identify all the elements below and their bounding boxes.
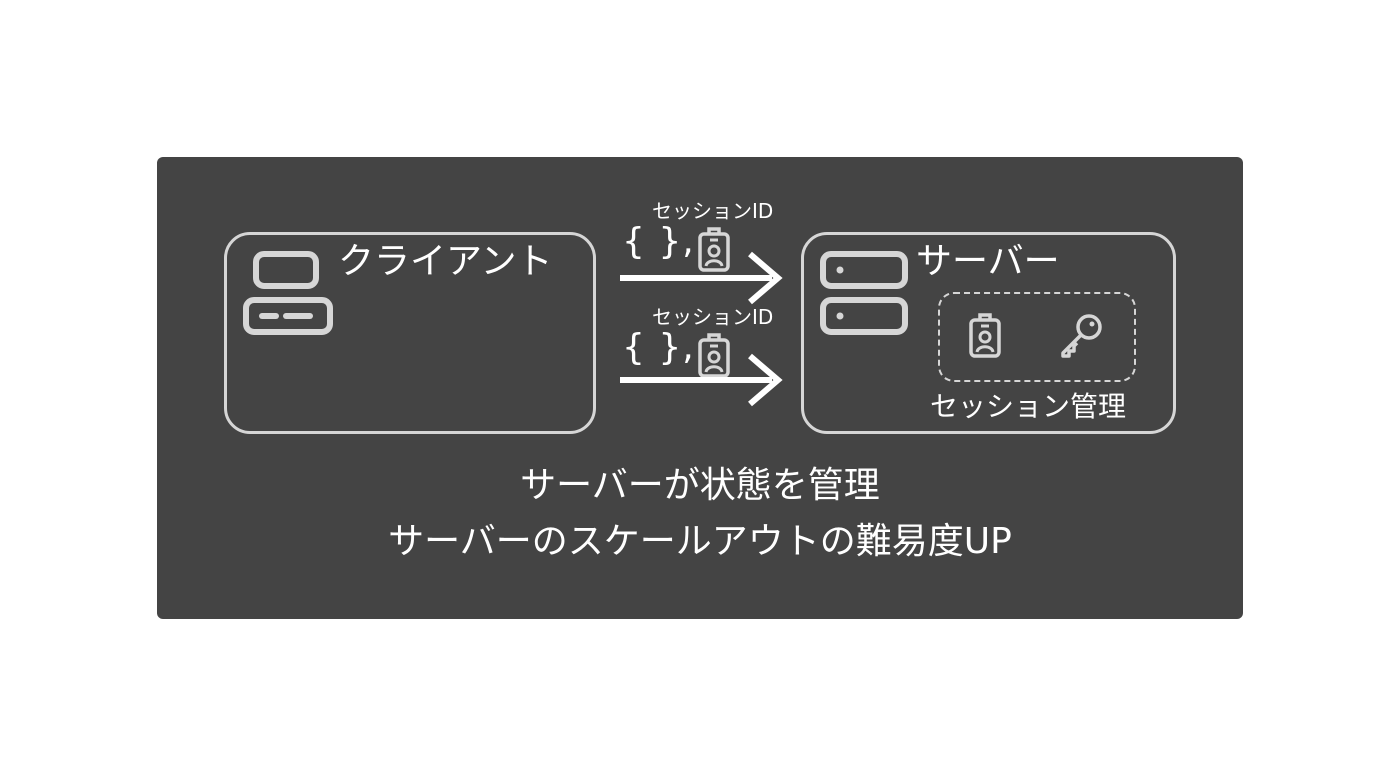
json-payload-icon: { },	[622, 327, 695, 368]
request-arrow-1	[620, 251, 783, 305]
id-badge-icon	[969, 313, 1001, 358]
session-id-label: セッションID	[652, 305, 774, 329]
session-id-label: セッションID	[652, 199, 774, 223]
request-arrow-2	[620, 353, 783, 407]
description-line-1: サーバーが状態を管理	[520, 465, 880, 506]
session-store-label: セッション管理	[930, 390, 1127, 423]
server-title: サーバー	[916, 241, 1060, 282]
id-badge-icon	[698, 227, 730, 272]
client-title: クライアント	[338, 241, 553, 282]
server-box	[801, 232, 1176, 434]
session-store-box	[938, 292, 1136, 382]
id-badge-icon	[698, 333, 730, 378]
description-line-2: サーバーのスケールアウトの難易度UP	[388, 521, 1012, 562]
client-box	[224, 232, 596, 434]
json-payload-icon: { },	[622, 221, 695, 262]
client-server-icon	[243, 251, 333, 335]
key-icon	[1061, 314, 1102, 358]
server-stack-icon	[820, 251, 908, 335]
